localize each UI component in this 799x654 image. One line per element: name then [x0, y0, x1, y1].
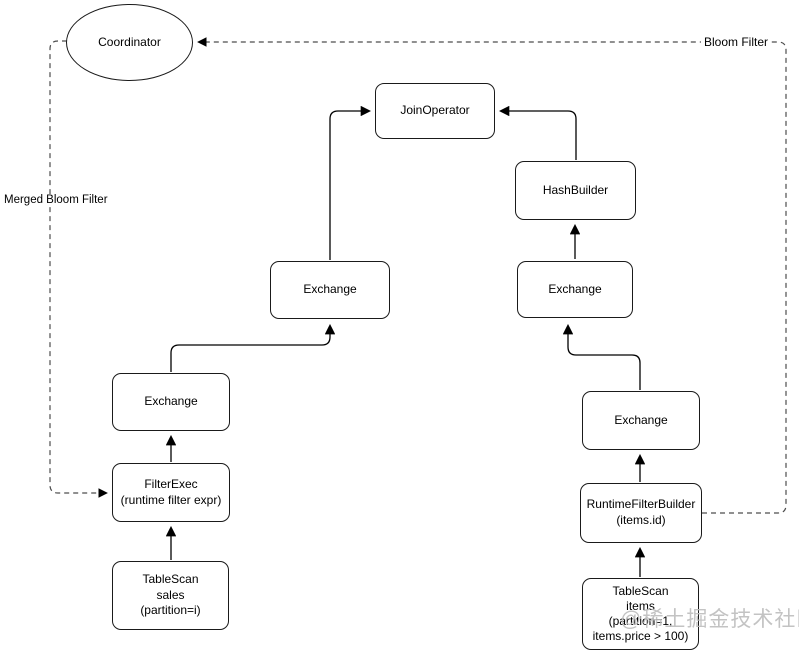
edge-bloom-filter-to-coordinator: [197, 37, 787, 514]
node-exchange-probe-lower: Exchange: [112, 373, 230, 431]
node-exchange-build-lower: Exchange: [582, 391, 700, 450]
node-exchange-probe-upper: Exchange: [270, 261, 390, 319]
edge-exchange-probe-lower-to-upper: [170, 323, 336, 372]
node-exchange-build-upper: Exchange: [517, 261, 633, 318]
edge-exchange-probe-to-joinoperator: [329, 105, 372, 260]
bloom-filter-edge-label: Bloom Filter: [701, 35, 772, 49]
edge-exchange-build-lower-to-upper: [562, 323, 641, 390]
node-table-scan-sales: TableScan sales (partition=i): [112, 561, 229, 630]
node-coordinator: Coordinator: [66, 4, 193, 81]
node-filter-exec: FilterExec (runtime filter expr): [112, 463, 230, 522]
edge-hashbuilder-to-joinoperator: [498, 105, 577, 160]
edge-merged-bloom-filter-to-filterexec: [49, 40, 108, 498]
node-hash-builder: HashBuilder: [515, 161, 636, 220]
node-runtime-filter-builder: RuntimeFilterBuilder (items.id): [580, 483, 702, 543]
node-join-operator: JoinOperator: [375, 83, 495, 139]
node-table-scan-items: TableScan items (partition=1, items.pric…: [582, 578, 699, 650]
merged-bloom-filter-edge-label: Merged Bloom Filter: [1, 194, 111, 206]
